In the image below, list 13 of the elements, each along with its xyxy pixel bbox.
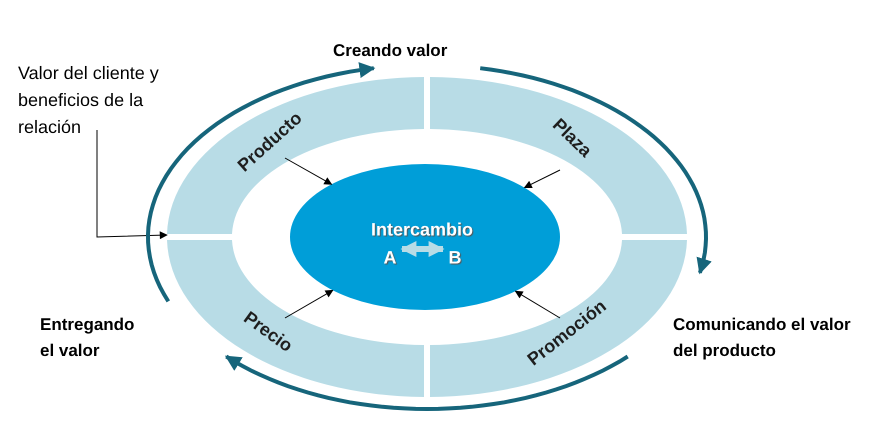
party-label: B bbox=[448, 248, 462, 268]
callout-text: Valor del cliente y beneficios de la relación bbox=[18, 60, 208, 141]
stage-label: Comunicando el valor del producto bbox=[673, 314, 852, 362]
stage-label: Creando valor bbox=[333, 40, 448, 62]
arrow bbox=[284, 290, 334, 318]
arrow bbox=[284, 158, 332, 185]
stage-label: Entregando el valor bbox=[40, 314, 136, 362]
arrow bbox=[514, 290, 560, 318]
arrow bbox=[96, 130, 168, 240]
double-arrow bbox=[400, 241, 445, 257]
party-label: A bbox=[384, 248, 396, 268]
arrow bbox=[524, 170, 560, 188]
exchange-label: Intercambio bbox=[370, 220, 474, 240]
